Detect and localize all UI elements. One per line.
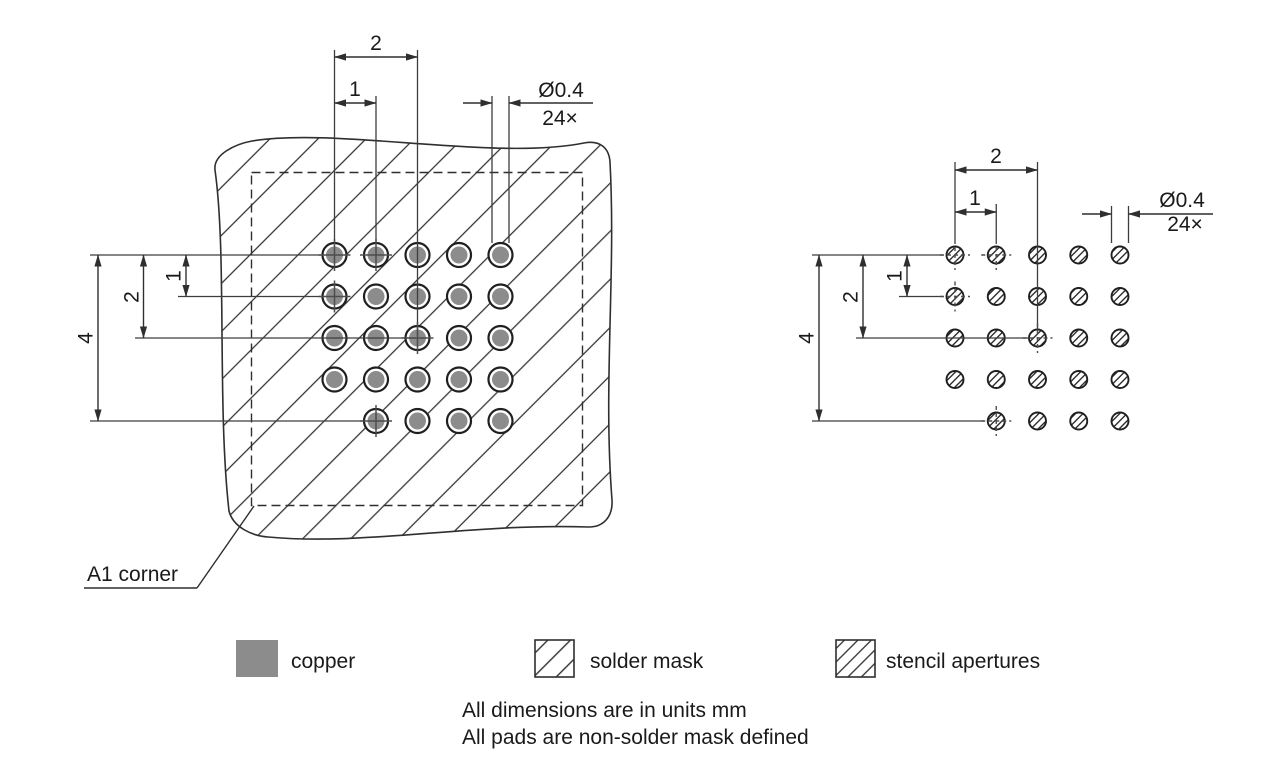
stencil-view: 2 1 Ø0.4 24× 4 2 1 (796, 145, 1213, 436)
stencil-aperture (1069, 287, 1089, 306)
a1-leader-line (196, 505, 255, 589)
copper-pad (492, 246, 509, 264)
stencil-aperture (1069, 370, 1089, 389)
stencil-aperture (1110, 411, 1130, 431)
stencil-aperture (1110, 370, 1130, 389)
copper-pad (492, 329, 509, 347)
solder-mask-swatch (534, 639, 575, 678)
dim-label-span-4: 4 (796, 332, 819, 344)
stencil-aperture (1110, 245, 1130, 265)
copper-pad (450, 371, 468, 388)
dim-label-span-2: 2 (121, 291, 144, 303)
dim-label-span-2: 2 (840, 291, 863, 303)
copper-pad (450, 246, 468, 264)
a1-corner-label: A1 corner (87, 563, 178, 586)
dim-label-span-1: 1 (163, 270, 186, 282)
copper-pad (409, 412, 426, 430)
note-nsmd: All pads are non-solder mask defined (462, 726, 809, 749)
dim-label-pitch-1: 1 (969, 187, 981, 210)
dim-label-pad-diameter: Ø0.4 (538, 79, 584, 102)
dim-label-pitch-1: 1 (349, 78, 361, 101)
legend: copper solder mask stencil apertures (236, 639, 1040, 678)
legend-label-copper: copper (291, 650, 355, 673)
a1-corner-callout: A1 corner (84, 505, 255, 589)
left-dimensions (90, 50, 593, 422)
legend-label-solder-mask: solder mask (590, 650, 704, 673)
dim-label-span-4: 4 (75, 332, 98, 344)
dim-label-pitch-2: 2 (370, 32, 382, 55)
stencil-aperture (945, 370, 965, 389)
stencil-aperture (986, 370, 1006, 389)
pad-centerlines (318, 239, 434, 437)
legend-label-stencil-apertures: stencil apertures (886, 650, 1040, 673)
copper-pad (367, 371, 385, 388)
copper-pad (450, 329, 468, 347)
copper-swatch (236, 640, 278, 677)
stencil-aperture (1110, 328, 1130, 348)
stencil-aperture (1069, 328, 1089, 348)
right-dimensions (812, 162, 1213, 422)
copper-pad (326, 371, 343, 388)
dim-label-aperture-diameter: Ø0.4 (1159, 189, 1205, 212)
dim-label-aperture-count: 24× (1167, 213, 1203, 236)
copper-pad (492, 288, 509, 305)
stencil-aperture (1110, 287, 1130, 306)
copper-pad (492, 371, 509, 388)
copper-pad (450, 412, 468, 430)
copper-pad (492, 412, 509, 430)
copper-pad (409, 371, 426, 388)
dim-label-pad-count: 24× (542, 107, 578, 130)
aperture-centerlines (940, 240, 1053, 436)
stencil-aperture (1069, 411, 1089, 431)
note-units: All dimensions are in units mm (462, 699, 747, 722)
stencil-apertures-swatch (835, 639, 876, 678)
dim-label-span-1: 1 (884, 270, 907, 282)
copper-pad (367, 288, 385, 305)
dim-label-pitch-2: 2 (990, 145, 1002, 168)
stencil-aperture (1069, 245, 1089, 265)
stencil-aperture (986, 287, 1006, 306)
stencil-aperture (1028, 370, 1047, 389)
component-body-outline (250, 171, 584, 507)
copper-pad (450, 288, 468, 305)
drawing-notes: All dimensions are in units mm All pads … (462, 699, 809, 749)
pcb-top-view: 2 1 Ø0.4 24× 4 2 1 A1 corner (75, 32, 613, 589)
stencil-aperture (1028, 411, 1047, 431)
